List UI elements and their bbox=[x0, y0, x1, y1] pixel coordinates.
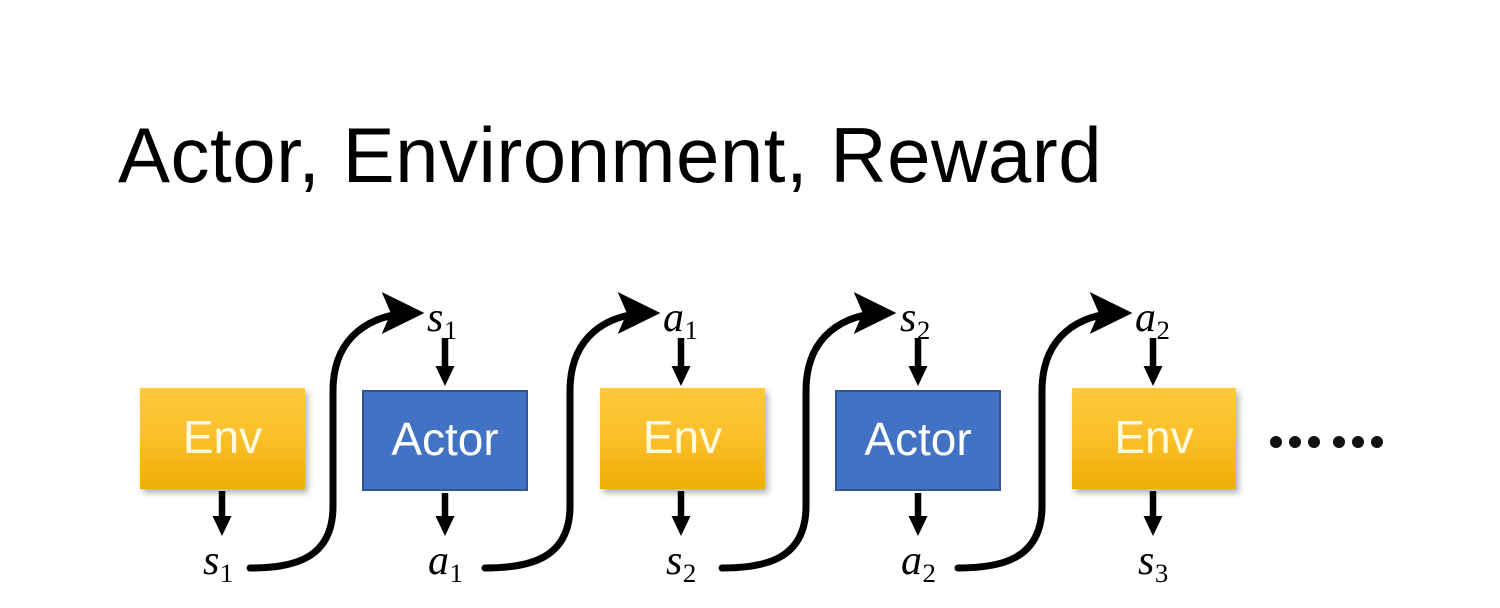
arrow-a2-to-env3-shaft bbox=[1149, 338, 1157, 367]
arrow-a1-to-env2-shaft bbox=[677, 338, 685, 367]
var-subscript: 1 bbox=[684, 315, 698, 346]
arrow-s2-to-actor2-head bbox=[908, 366, 928, 386]
ellipsis-dot bbox=[1371, 436, 1383, 448]
arrow-env2-out-head bbox=[671, 516, 691, 536]
var-label-top-s1: s1 bbox=[427, 295, 457, 344]
ellipsis-dot bbox=[1352, 436, 1364, 448]
node-label: Actor bbox=[864, 412, 972, 465]
page-title: Actor, Environment, Reward bbox=[118, 111, 1103, 199]
var-label-bot-a2: a2 bbox=[901, 538, 936, 587]
node-label: Env bbox=[182, 410, 263, 463]
var-subscript: 2 bbox=[682, 558, 697, 589]
node-label: Env bbox=[642, 410, 723, 463]
ellipsis-dot bbox=[1308, 436, 1320, 448]
node-env3[interactable]: Env bbox=[1072, 388, 1236, 489]
var-label-bot-a1: a1 bbox=[428, 538, 463, 587]
arrow-a1-to-env2-head bbox=[671, 366, 691, 386]
var-subscript: 1 bbox=[443, 315, 458, 346]
var-base: a bbox=[663, 295, 684, 341]
var-subscript: 2 bbox=[1156, 315, 1170, 346]
var-base: a bbox=[1135, 295, 1156, 341]
var-subscript: 3 bbox=[1154, 558, 1169, 589]
node-label: Actor bbox=[391, 412, 499, 465]
var-label-bot-s3: s3 bbox=[1138, 538, 1168, 587]
arrow-env3-out-shaft bbox=[1149, 491, 1157, 517]
var-subscript: 1 bbox=[449, 558, 463, 589]
var-base: s bbox=[666, 538, 683, 584]
node-actor2[interactable]: Actor bbox=[835, 390, 1001, 491]
arrow-env1-out-shaft bbox=[218, 491, 226, 517]
node-env1[interactable]: Env bbox=[140, 388, 305, 489]
arrow-actor2-out-shaft bbox=[914, 493, 922, 517]
arrow-env1-out-head bbox=[212, 516, 232, 536]
var-base: s bbox=[203, 538, 220, 584]
ellipsis-dot bbox=[1289, 436, 1301, 448]
var-base: a bbox=[901, 538, 922, 584]
var-base: s bbox=[900, 295, 917, 341]
var-label-top-s2: s2 bbox=[900, 295, 930, 344]
var-base: s bbox=[427, 295, 444, 341]
ellipsis-continuation bbox=[1270, 436, 1383, 448]
node-label: Env bbox=[1114, 410, 1194, 463]
arrow-a2-to-env3-head bbox=[1143, 366, 1163, 386]
var-label-top-a2: a2 bbox=[1135, 295, 1170, 344]
arrow-actor1-out-head bbox=[435, 516, 455, 536]
var-label-bot-s1: s1 bbox=[203, 538, 233, 587]
arrow-s1-to-actor1-head bbox=[435, 366, 455, 386]
ellipsis-dot bbox=[1270, 436, 1282, 448]
var-base: a bbox=[428, 538, 449, 584]
arrow-actor2-out-head bbox=[908, 516, 928, 536]
node-actor1[interactable]: Actor bbox=[362, 390, 528, 491]
node-env2[interactable]: Env bbox=[600, 388, 765, 489]
var-subscript: 1 bbox=[219, 558, 234, 589]
var-label-top-a1: a1 bbox=[663, 295, 698, 344]
var-subscript: 2 bbox=[922, 558, 936, 589]
ellipsis-dot bbox=[1333, 436, 1345, 448]
var-label-bot-s2: s2 bbox=[666, 538, 696, 587]
arrow-env2-out-shaft bbox=[677, 491, 685, 517]
arrow-actor1-out-shaft bbox=[441, 493, 449, 517]
var-subscript: 2 bbox=[916, 315, 931, 346]
var-base: s bbox=[1138, 538, 1155, 584]
arrow-env3-out-head bbox=[1143, 516, 1163, 536]
